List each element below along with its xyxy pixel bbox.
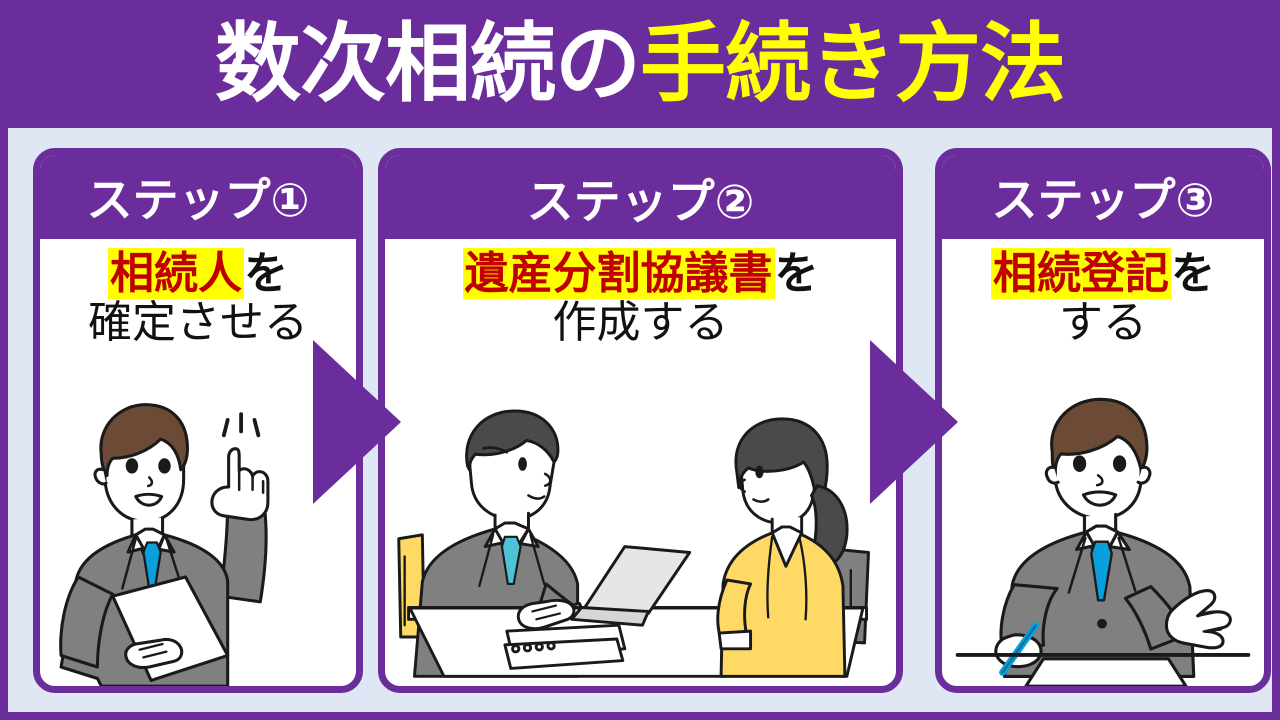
step-card-2-header-label: ステップ② <box>526 174 755 230</box>
step-card-3-highlight: 相続登記 <box>991 248 1171 299</box>
step-card-2-body: 遺産分割協議書を 作成する <box>385 239 896 349</box>
step-card-1: ステップ① 相続人を 確定させる <box>33 148 363 693</box>
page-title-white-part: 数次相続の <box>215 14 641 114</box>
step-card-2: ステップ② 遺産分割協議書を 作成する <box>378 148 903 693</box>
step-card-2-header: ステップ② <box>385 155 896 239</box>
page-title-yellow-part: 手続き方法 <box>640 14 1066 114</box>
step-card-1-header-label: ステップ① <box>86 173 310 227</box>
steps-panel: ステップ① 相続人を 確定させる <box>0 128 1280 720</box>
step-card-1-line2: 確定させる <box>88 297 308 349</box>
step-card-1-body: 相続人を 確定させる <box>40 239 356 349</box>
arrow-step1-to-step2 <box>313 340 401 504</box>
step-card-1-header: ステップ① <box>40 155 356 239</box>
step-card-1-line1-suffix: を <box>244 248 288 299</box>
step-card-2-highlight: 遺産分割協議書 <box>462 248 775 299</box>
step-card-1-highlight: 相続人 <box>108 248 244 299</box>
step-card-3-line1: 相続登記を <box>948 248 1258 299</box>
step-card-3-body: 相続登記を する <box>942 239 1264 349</box>
step-card-1-illustration <box>40 349 356 686</box>
step-card-2-line2: 作成する <box>552 297 729 349</box>
step-card-3-illustration <box>942 349 1264 686</box>
step-card-3-header: ステップ③ <box>942 155 1264 239</box>
arrow-step2-to-step3 <box>870 340 958 504</box>
step-card-3-line1-suffix: を <box>1171 248 1215 299</box>
page-title: 数次相続の手続き方法 <box>215 21 1066 107</box>
step-card-3-header-label: ステップ③ <box>991 173 1215 227</box>
step-card-2-line1: 遺産分割協議書を <box>391 248 890 299</box>
step-card-2-line1-suffix: を <box>774 248 819 299</box>
step-card-2-illustration <box>385 349 896 686</box>
step-card-3: ステップ③ 相続登記を する <box>935 148 1271 693</box>
step-card-3-line2: する <box>1059 297 1147 349</box>
step-card-1-line1: 相続人を <box>46 248 350 299</box>
header-banner: 数次相続の手続き方法 <box>0 0 1280 128</box>
